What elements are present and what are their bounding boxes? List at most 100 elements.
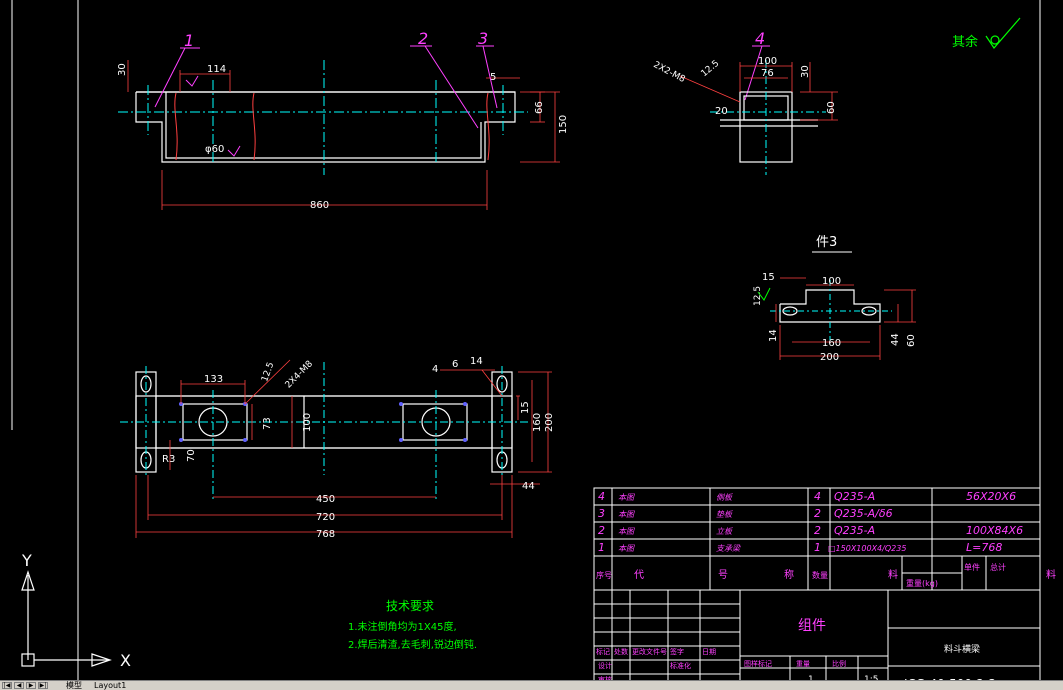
bom-row-2-code: 本图 xyxy=(618,510,635,519)
tech-requirements: 技术要求 1.未注倒角均为1X45度, 2.焊后清渣,去毛刺,锐边倒钝. xyxy=(348,599,477,651)
dim-side-20: 20 xyxy=(715,106,728,117)
side-view: 100 76 30 60 20 2X2-M8 12.5 xyxy=(652,56,838,175)
part3-title: 件3 xyxy=(816,235,837,250)
bom-row-1-note: 56X20X6 xyxy=(966,490,1016,503)
tab-prev-button[interactable]: ◀ xyxy=(14,682,24,689)
bom-header-qty: 数量 xyxy=(812,570,828,580)
stage-label-weight: 重量 xyxy=(796,660,810,668)
bom-header-code: 代 xyxy=(634,569,644,581)
dim-p3-200: 200 xyxy=(820,352,839,363)
dim-front-phi60: φ60 xyxy=(205,144,224,155)
dim-plan-44: 44 xyxy=(522,481,535,492)
rev-label-count: 处数 xyxy=(614,647,628,656)
dim-plan-6: 6 xyxy=(452,359,458,370)
dim-plan-14: 14 xyxy=(470,356,483,367)
bom-header-name: 称 xyxy=(784,568,794,581)
tech-req-item-2: 2.焊后清渣,去毛刺,锐边倒钝. xyxy=(348,638,477,651)
bom-header-single: 单件 xyxy=(964,562,980,572)
bom-row-2-qty: 2 xyxy=(814,507,821,520)
assembly-title: 组件 xyxy=(798,618,826,634)
bom-header-no: 序号 xyxy=(596,570,612,580)
bom-row-1-name: 側板 xyxy=(716,493,733,502)
dim-front-66: 66 xyxy=(534,101,545,114)
dim-plan-720: 720 xyxy=(316,512,335,523)
dim-p3-15: 15 xyxy=(762,272,775,283)
tab-next-button[interactable]: ▶ xyxy=(26,682,36,689)
plan-roughness-value: 12.5 xyxy=(260,361,276,383)
p3-roughness-value: 12.5 xyxy=(753,286,763,306)
bom-row-4-note: L=768 xyxy=(966,541,1002,554)
dim-plan-thread: 2X4-M8 xyxy=(284,359,316,391)
ucs-x-label: X xyxy=(120,651,131,670)
sign-label-design: 设计 xyxy=(598,661,612,670)
dim-plan-133: 133 xyxy=(204,374,223,385)
bom-row-3-note: 100X84X6 xyxy=(966,524,1023,537)
drawing-name: 料斗横梁 xyxy=(944,643,980,655)
dim-plan-70: 70 xyxy=(186,449,197,462)
bom-row-4-no: 1 xyxy=(598,541,605,554)
balloon-4: 4 xyxy=(755,29,765,48)
dim-p3-14: 14 xyxy=(768,329,779,342)
dim-plan-100: 100 xyxy=(302,413,313,432)
roughness-symbol xyxy=(185,75,241,157)
ucs-icon: Y X xyxy=(21,551,131,670)
front-view: 30 114 66 150 5 φ60 860 xyxy=(117,60,569,211)
sign-label-std: 标准化 xyxy=(670,661,691,670)
bom-side-label: 料 xyxy=(1046,568,1056,581)
dim-front-114: 114 xyxy=(207,64,226,75)
dim-front-860: 860 xyxy=(310,200,329,211)
dim-plan-15: 15 xyxy=(520,401,531,414)
bom-row-3-code: 本图 xyxy=(618,527,635,536)
tab-model[interactable]: 模型 xyxy=(66,681,82,690)
bom-header-code2: 号 xyxy=(718,569,728,581)
dim-front-150: 150 xyxy=(558,115,569,134)
dim-front-30: 30 xyxy=(117,63,128,76)
bom-header-total: 总计 xyxy=(990,562,1006,572)
dim-side-30: 30 xyxy=(800,65,811,78)
roughness-note: 其余 xyxy=(952,34,978,50)
bom-row-2-no: 3 xyxy=(598,507,605,520)
dim-plan-4: 4 xyxy=(432,364,438,375)
dim-plan-73: 73 xyxy=(262,417,273,430)
dim-p3-60: 60 xyxy=(906,334,917,347)
p3-roughness-symbol xyxy=(757,287,771,301)
layout-tab-bar: |◀ ◀ ▶ ▶| 模型 Layout1 xyxy=(0,680,1063,690)
dim-p3-160: 160 xyxy=(822,338,841,349)
dim-plan-768: 768 xyxy=(316,529,335,540)
bom-row-2-name: 垫板 xyxy=(716,510,733,519)
dim-plan-160: 160 xyxy=(532,413,543,432)
bom-row-1-qty: 4 xyxy=(814,490,821,503)
plan-view: 133 2X4-M8 R3 70 73 100 450 720 768 15 1… xyxy=(120,356,555,540)
stage-label-scale: 比例 xyxy=(832,659,846,668)
dim-side-76: 76 xyxy=(761,68,774,79)
tab-layout1[interactable]: Layout1 xyxy=(94,681,127,690)
bom-row-3-qty: 2 xyxy=(814,524,821,537)
balloon-2: 2 xyxy=(418,29,428,48)
dim-plan-450: 450 xyxy=(316,494,335,505)
dim-p3-100: 100 xyxy=(822,276,841,287)
dim-plan-r3: R3 xyxy=(162,454,175,465)
tech-req-item-1: 1.未注倒角均为1X45度, xyxy=(348,620,457,633)
bom-row-3-no: 2 xyxy=(598,524,605,537)
part3-view: 件3 15 100 14 160 2 xyxy=(753,235,917,363)
rev-label-date: 日期 xyxy=(702,648,716,656)
bom-row-2-material: Q235-A/δ6 xyxy=(834,507,893,520)
tab-first-button[interactable]: |◀ xyxy=(2,682,12,689)
tab-last-button[interactable]: ▶| xyxy=(38,682,48,689)
bom-row-3-name: 立板 xyxy=(716,527,733,536)
bom-row-1-material: Q235-A xyxy=(834,490,875,503)
bom-row-4-qty: 1 xyxy=(814,541,821,554)
ucs-y-label: Y xyxy=(21,551,32,570)
bom-header-material: 料 xyxy=(888,568,898,581)
bom-row-1-no: 4 xyxy=(598,490,605,503)
balloon-3: 3 xyxy=(478,29,488,48)
bom-row-1-code: 本图 xyxy=(618,493,635,502)
dim-side-100: 100 xyxy=(758,56,777,67)
balloon-1: 1 xyxy=(184,31,194,50)
rev-label-doc: 更改文件号 xyxy=(632,647,667,656)
bom-header-weight: 重量(kg) xyxy=(906,578,938,588)
rev-label-mark: 标记 xyxy=(596,647,610,656)
rev-label-sign: 签字 xyxy=(670,647,684,656)
side-thread-note: 2X2-M8 xyxy=(652,60,687,85)
